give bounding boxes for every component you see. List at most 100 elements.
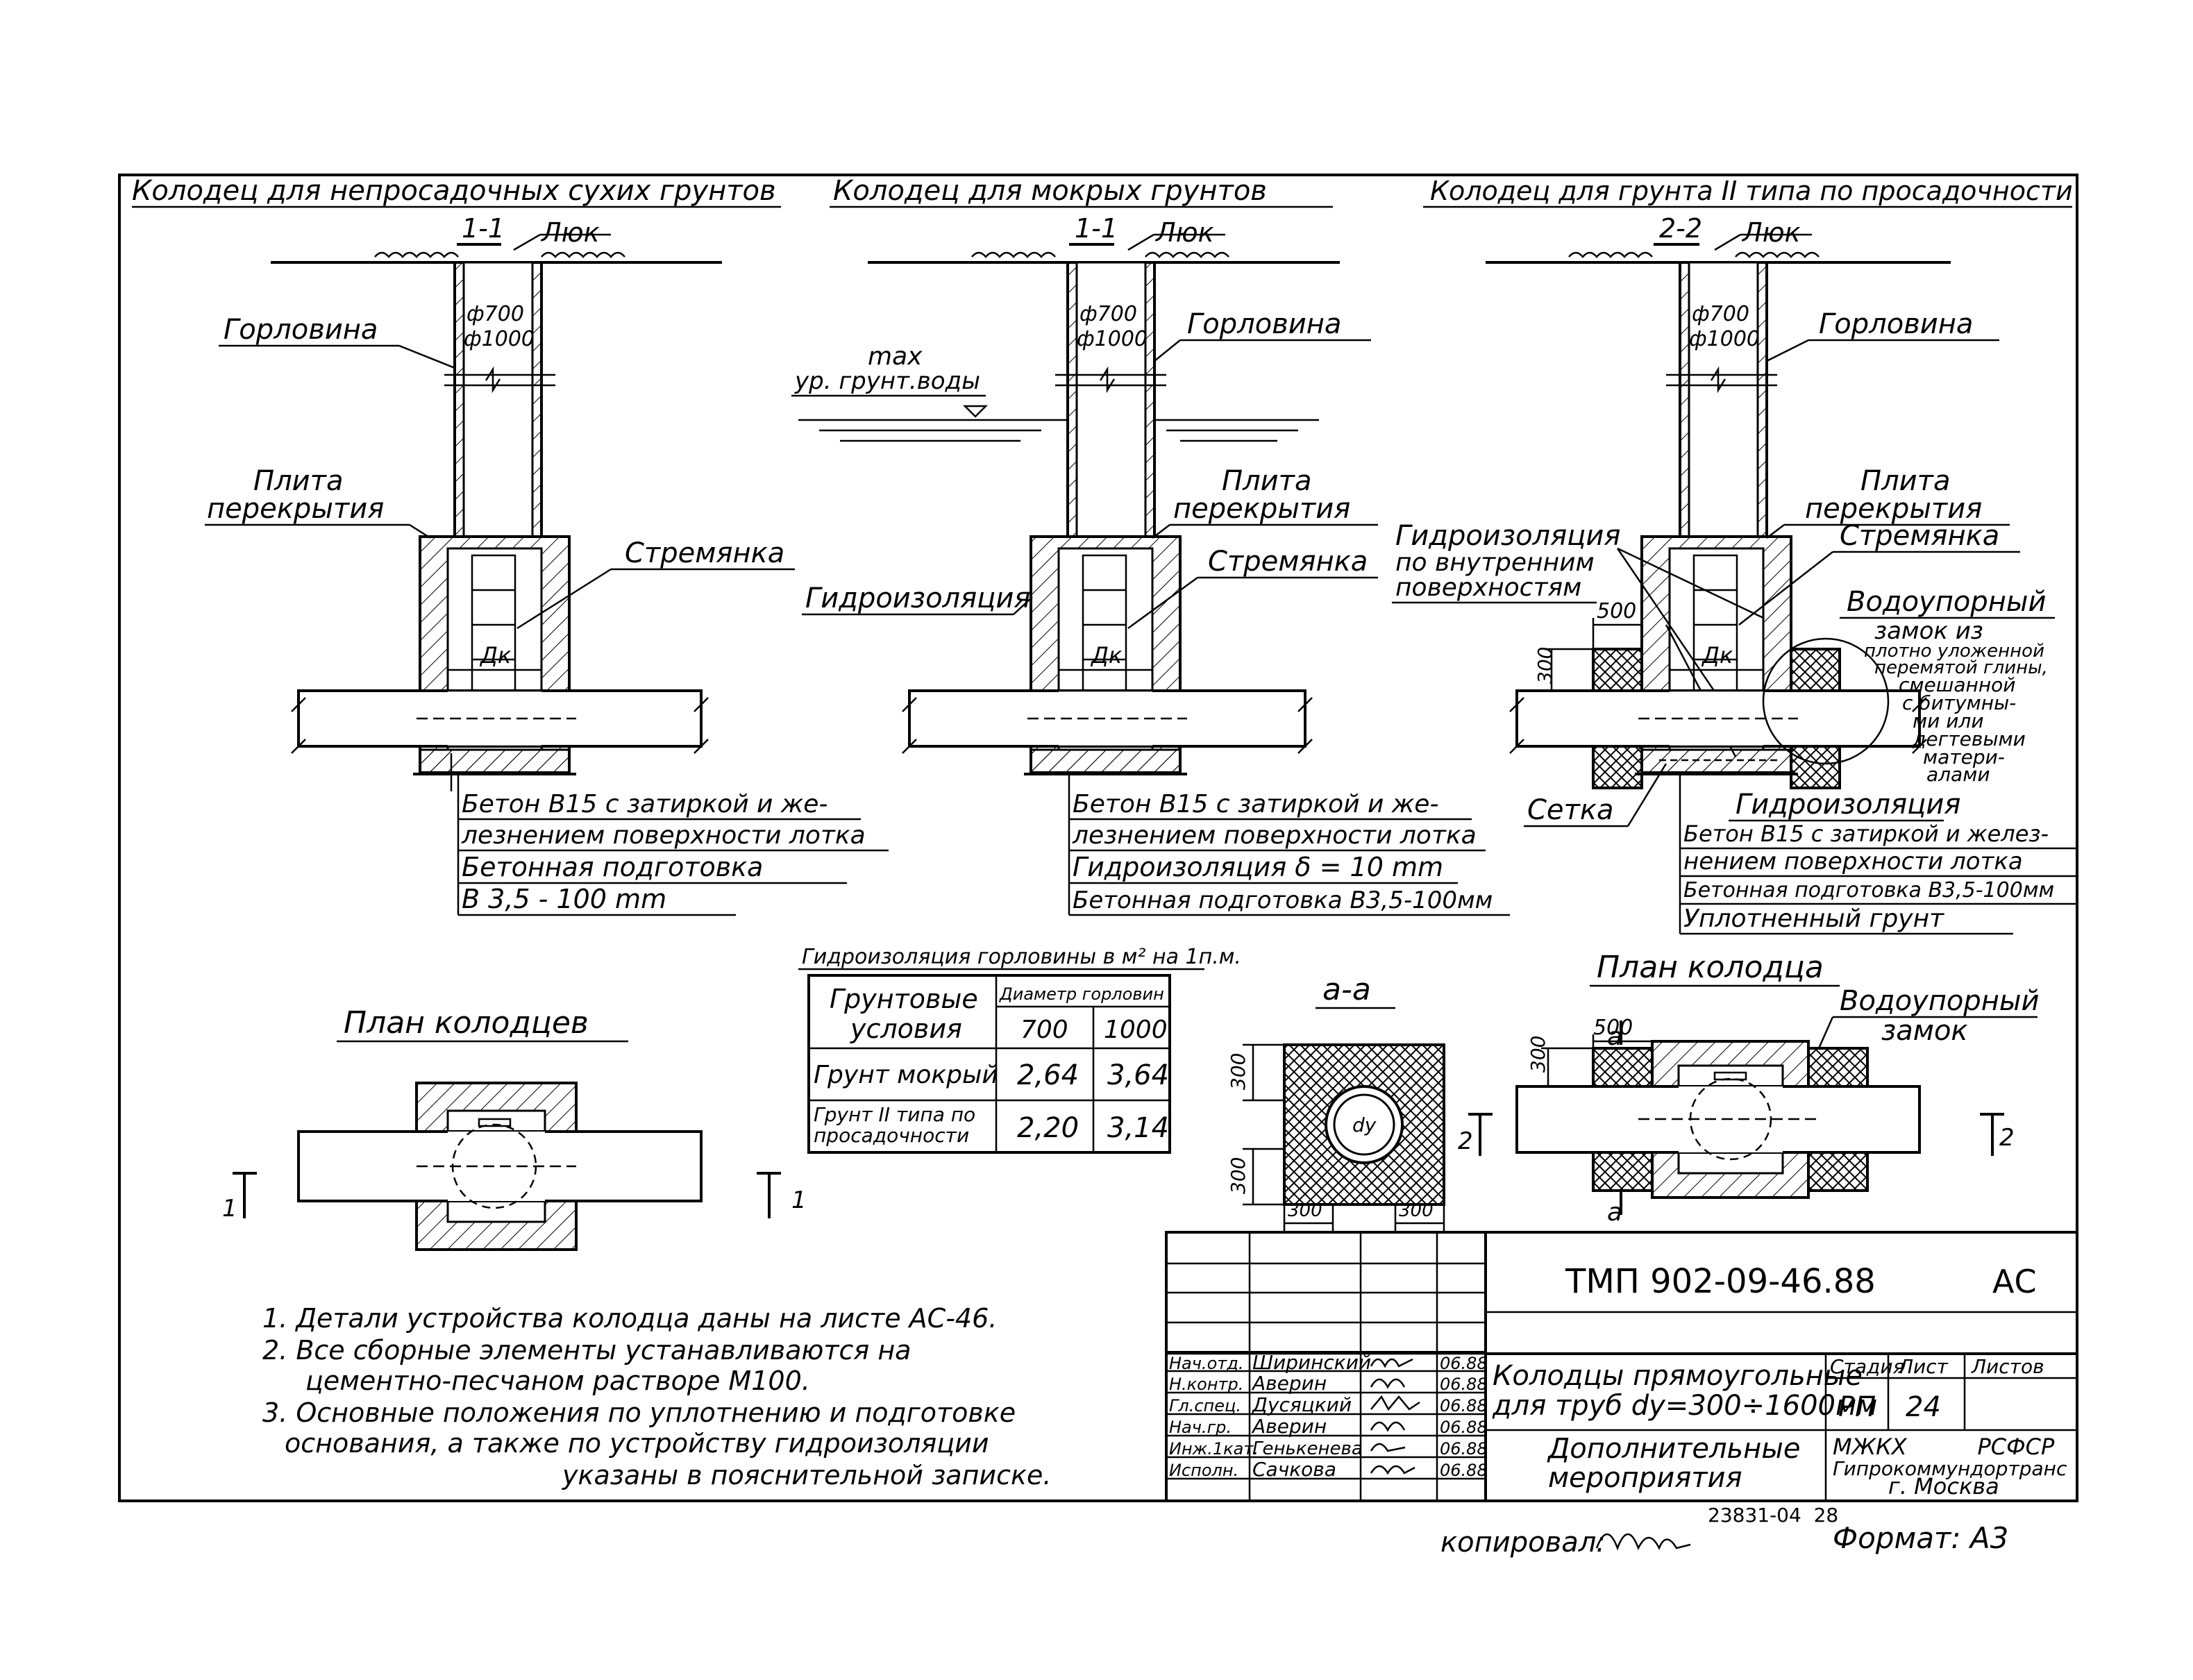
aa-dim-300-a: 300	[1227, 1053, 1250, 1090]
lock-label-7: ми или	[1913, 709, 1984, 732]
wp-inner-label-2: по внутренним	[1395, 548, 1595, 577]
diameter-1000-right: ф1000	[1689, 327, 1760, 351]
table-head-1: Грунтовые	[830, 984, 978, 1014]
tb-row-name: Аверин	[1251, 1415, 1327, 1438]
tb-row-name: Ширинский	[1252, 1351, 1371, 1374]
diameter-700-mid: ф700	[1079, 302, 1137, 326]
tb-row-role: Гл.спец.	[1169, 1396, 1241, 1416]
hatch-label-mid: Люк	[1154, 217, 1214, 248]
heading-type2-soil: Колодец для грунта II типа по просадочно…	[1430, 176, 2073, 206]
diameter-700-right: ф700	[1692, 302, 1749, 326]
note-right-0: Гидроизоляция	[1736, 789, 1960, 821]
tb-code: ТМП 902-09-46.88	[1565, 1262, 1876, 1301]
mesh-label: Сетка	[1527, 794, 1614, 826]
title-block: ТМП 902-09-46.88 АС Колодцы прямоугольны…	[1165, 1231, 2078, 1502]
note-mid-1: Бетон В15 с затиркой и же-	[1073, 790, 1438, 818]
tb-row-role: Исполн.	[1169, 1461, 1238, 1480]
dim-500-right: 500	[1597, 599, 1636, 623]
aa-dim-300-c: 300	[1288, 1200, 1322, 1221]
table-r2-label-1: Грунт II типа по	[814, 1103, 975, 1126]
signature-mark	[1370, 1358, 1413, 1368]
tb-row-3: Нач.гр. Аверин 06.88	[1169, 1415, 1488, 1438]
tb-row-role: Нач.гр.	[1169, 1418, 1232, 1437]
table-head-3: Диаметр горловин	[999, 984, 1164, 1004]
plan-a-bottom: а	[1607, 1198, 1622, 1227]
section-aa-title: а-а	[1322, 972, 1371, 1007]
dk-label-mid: Дк	[1090, 642, 1123, 669]
waterproofing-table: Гидроизоляция горловины в м² на 1п.м. Гр…	[798, 945, 1241, 1154]
section-aa: а-а dy 300 300 300 300	[1227, 972, 1445, 1232]
table-r1-v2: 3,64	[1107, 1059, 1169, 1091]
section-mark-left: 1-1	[462, 213, 505, 244]
lock-label-4: перемятой глины,	[1874, 657, 2048, 678]
clay-lock-right-top	[1790, 648, 1841, 692]
signature-mark	[1370, 1421, 1406, 1432]
note-left-3: Бетонная подготовка	[462, 852, 763, 882]
tb-title-2: для труб dy=300÷1600мм	[1492, 1390, 1877, 1422]
tb-sub-1: Дополнительные	[1547, 1433, 1800, 1465]
copied-signature	[1595, 1533, 1691, 1551]
signature-mark	[1370, 1378, 1406, 1389]
lock-label-1: Водоупорный	[1847, 586, 2046, 618]
lock-label-3: плотно уложенной	[1864, 641, 2044, 662]
note-right-4: Уплотненный грунт	[1683, 905, 1944, 933]
neck-label-left: Горловина	[224, 314, 378, 346]
tb-row-1: Н.контр. Аверин 06.88	[1169, 1372, 1488, 1395]
plan-of-well: План колодца Водоупорный замок 500 300 а…	[1458, 950, 2039, 1227]
section-cut-1-left	[233, 1172, 257, 1218]
max-gw-label-2: ур. грунт.воды	[794, 367, 980, 395]
signature-mark	[1370, 1465, 1415, 1475]
tb-sheets-header: Листов	[1971, 1355, 2044, 1378]
note-mid-2: лезнением поверхности лотка	[1072, 821, 1477, 850]
lock-label-6: с битумны-	[1902, 691, 2016, 714]
tb-row-2: Гл.спец. Дусяцкий 06.88	[1169, 1393, 1488, 1416]
tb-sheet-header: Лист	[1898, 1355, 1949, 1378]
footer-copied: копировал:	[1440, 1527, 1606, 1559]
well-section-type2: 2-2 Люк ф700 ф1000 Горловина Плита перек…	[1392, 213, 2076, 935]
table-r1-label: Грунт мокрый	[814, 1061, 998, 1089]
aa-dim-300-d: 300	[1399, 1200, 1434, 1221]
max-gw-label-1: max	[868, 342, 923, 371]
tb-row-date: 06.88	[1440, 1418, 1488, 1437]
plan-wells-title: План колодцев	[344, 1005, 589, 1041]
tb-title-1: Колодцы прямоугольные	[1493, 1360, 1863, 1392]
note-mid-4: Бетонная подготовка В3,5-100мм	[1073, 887, 1493, 914]
tb-org-1: МЖКХ РСФСР	[1833, 1434, 2055, 1460]
tb-row-role: Нач.отд.	[1169, 1354, 1243, 1373]
water-level-symbol	[798, 405, 1319, 442]
neck-label-right: Горловина	[1819, 308, 1973, 340]
tb-stage: РП	[1838, 1391, 1876, 1423]
plan-lock-label-1: Водоупорный	[1840, 985, 2039, 1017]
table-caption: Гидроизоляция горловины в м² на 1п.м.	[802, 945, 1241, 969]
footer-format: Формат: А3	[1833, 1521, 2008, 1555]
note-right-3: Бетонная подготовка В3,5-100мм	[1683, 878, 2054, 902]
tb-row-date: 06.88	[1440, 1375, 1488, 1394]
wp-inner-label-1: Гидроизоляция	[1395, 520, 1620, 552]
clay-lock-right-bottom	[1790, 745, 1841, 789]
ladder-label-right: Стремянка	[1840, 520, 1999, 552]
table-r2-label-2: просадочности	[814, 1124, 969, 1147]
hatch-label-right: Люк	[1741, 217, 1801, 248]
aa-dim-300-b: 300	[1227, 1157, 1250, 1194]
table-col-1000: 1000	[1104, 1016, 1168, 1044]
general-note-2b: цементно-песчаном растворе М100.	[305, 1366, 810, 1396]
signature-mark	[1370, 1395, 1420, 1411]
section-mark-mid: 1-1	[1075, 213, 1118, 244]
lock-label-5: смешанной	[1899, 673, 2015, 696]
general-notes: 1. Детали устройства колодца даны на лис…	[262, 1303, 1051, 1490]
slab-label-right-1: Плита	[1860, 465, 1950, 497]
tb-row-date: 06.88	[1440, 1461, 1488, 1480]
waterproof-label-mid: Гидроизоляция	[805, 582, 1030, 614]
tb-sub-2: мероприятия	[1548, 1462, 1742, 1494]
table-r1-v1: 2,64	[1017, 1059, 1079, 1091]
slab-label-mid-1: Плита	[1222, 465, 1311, 497]
plan-a-top: а	[1607, 1023, 1622, 1051]
section-cut-1-right	[757, 1172, 781, 1218]
tb-row-role: Н.контр.	[1169, 1375, 1243, 1394]
clay-lock-left-bottom	[1592, 745, 1643, 789]
neck-label-mid: Горловина	[1187, 308, 1341, 340]
table-col-700: 700	[1020, 1016, 1068, 1044]
note-right-2: нением поверхности лотка	[1683, 848, 2023, 875]
heading-wet-soil: Колодец для мокрых грунтов	[833, 175, 1267, 207]
slab-label-left-2: перекрытия	[207, 493, 384, 525]
